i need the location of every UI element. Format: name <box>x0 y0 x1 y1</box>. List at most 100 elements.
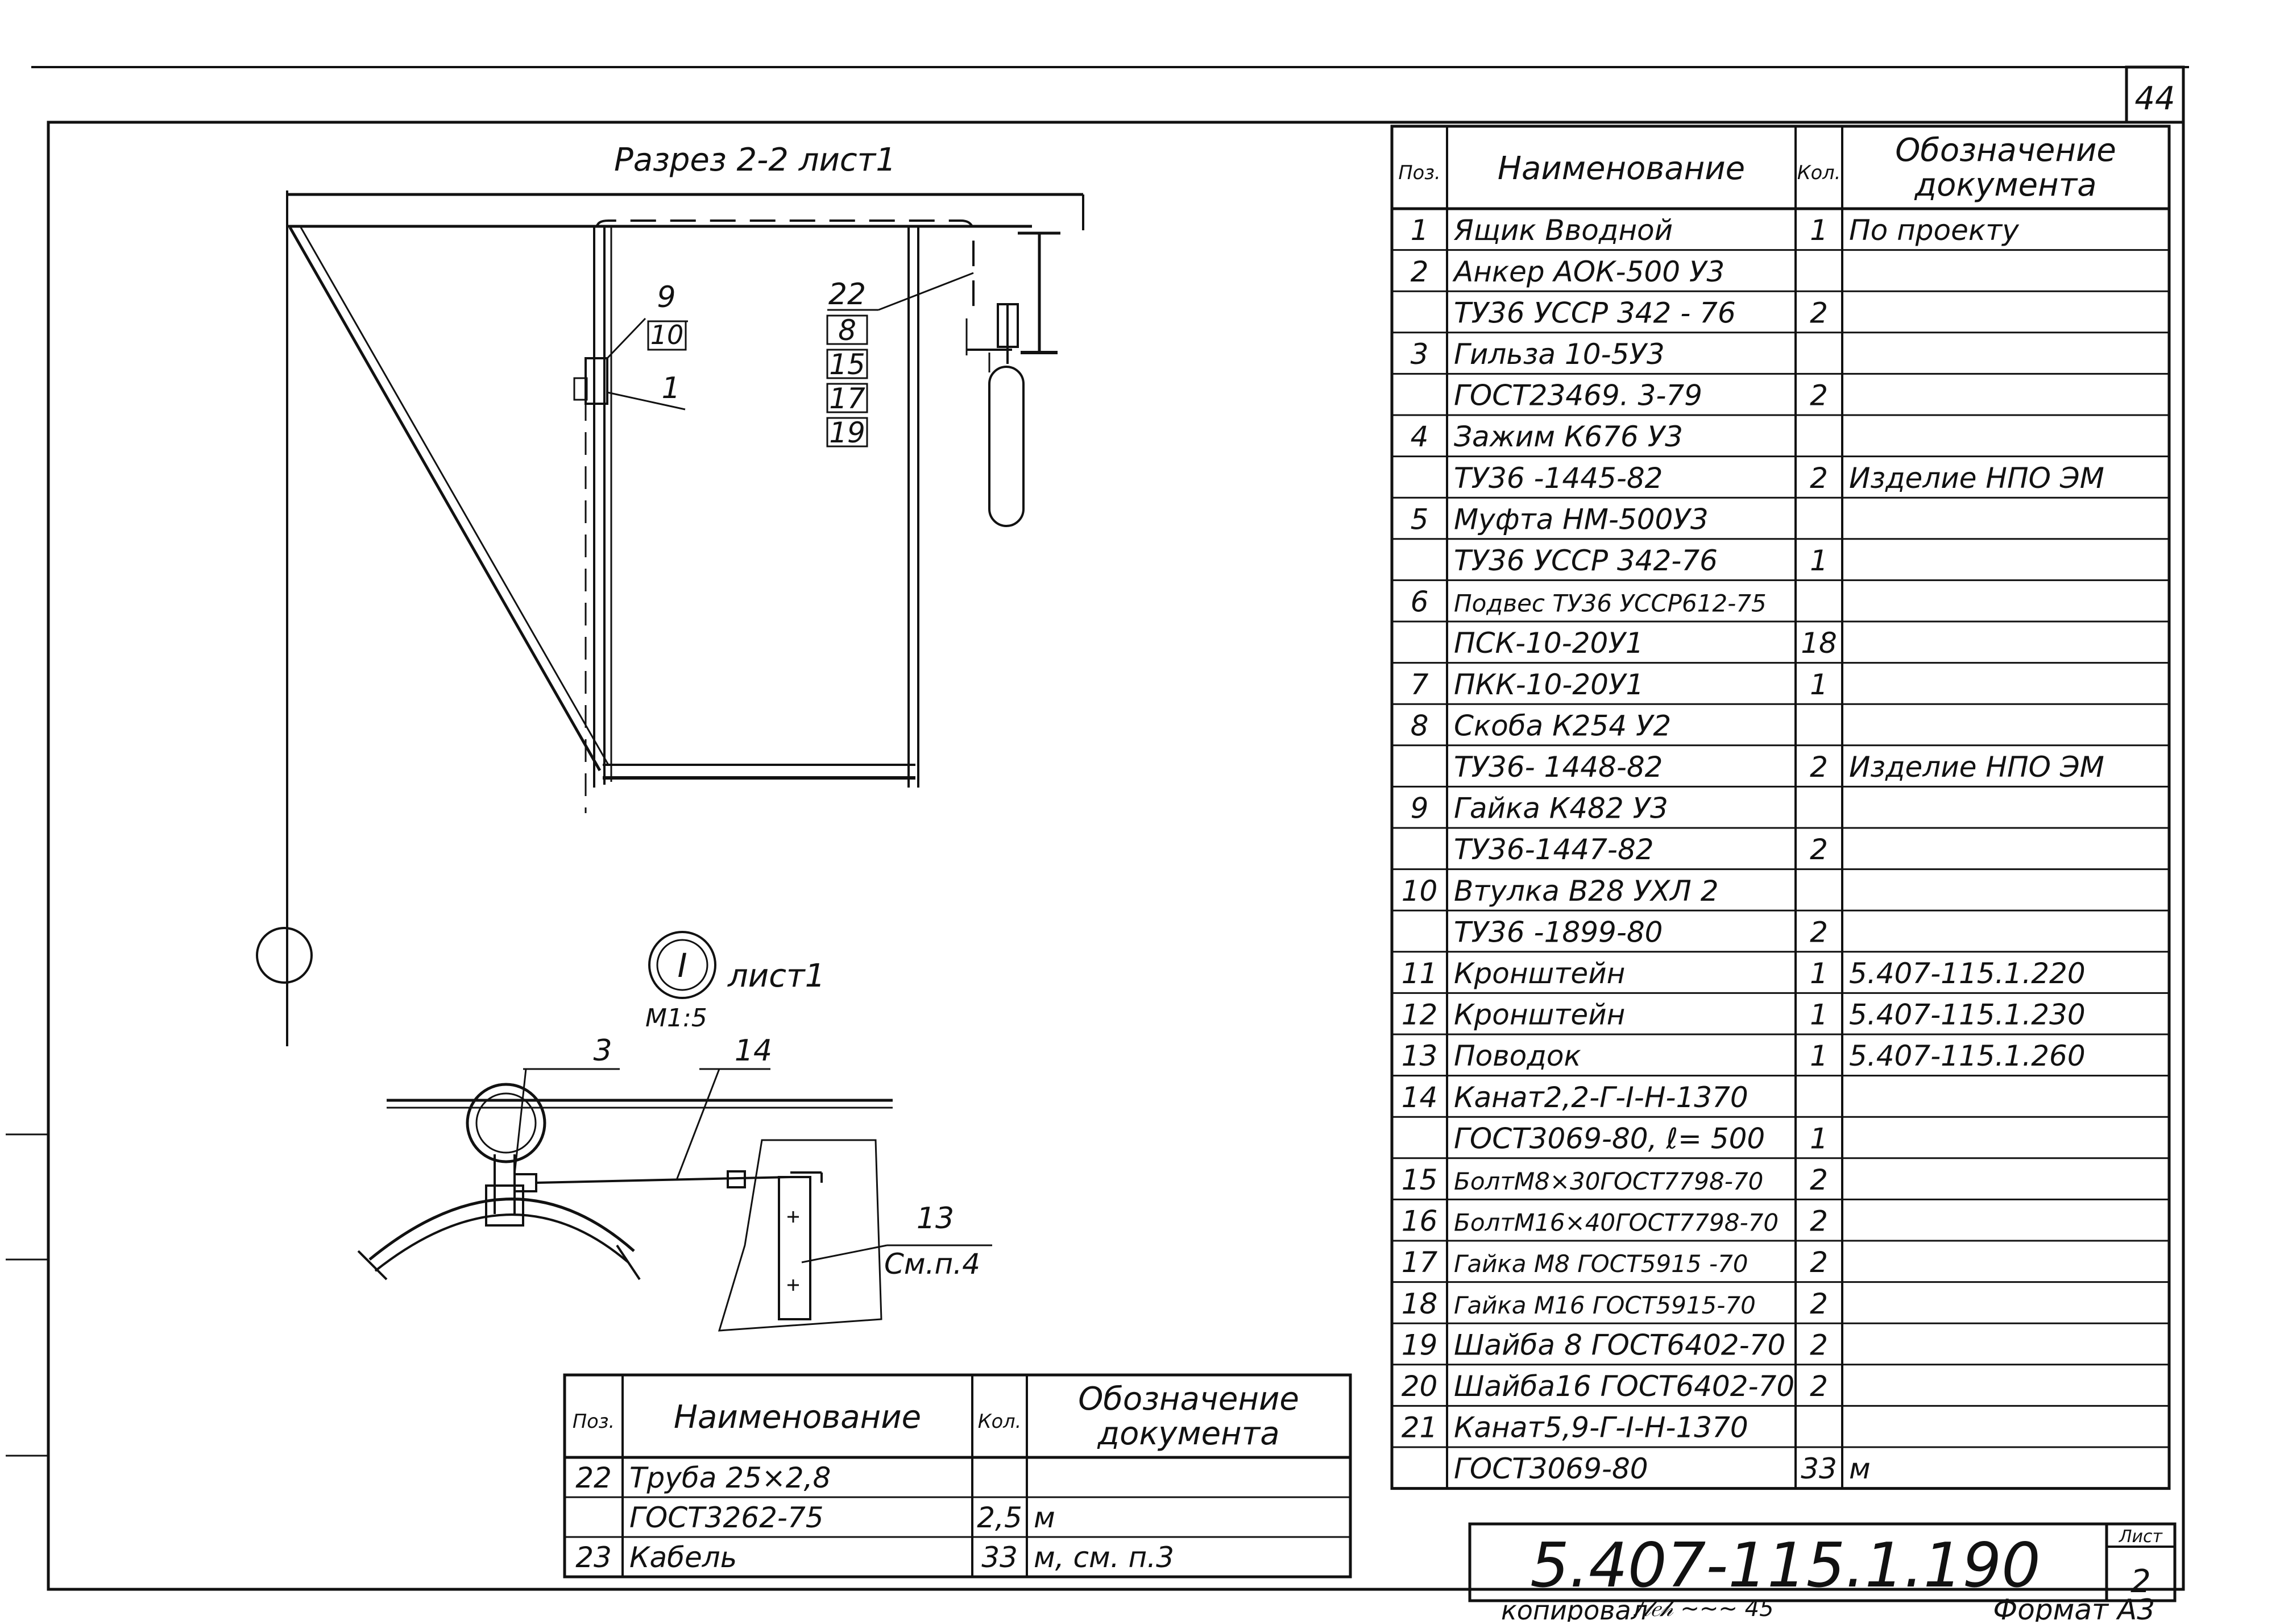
name-cell: ПСК-10-20У1 <box>1454 627 1644 660</box>
pos-cell: 20 <box>1402 1370 1438 1403</box>
qty-cell: 2 <box>1810 833 1828 866</box>
copied-by-label: копировал <box>1501 1595 1648 1622</box>
qty-cell: 1 <box>1810 668 1828 701</box>
detail-marker-label: I <box>677 946 687 985</box>
qty-cell: 1 <box>1810 1122 1828 1155</box>
detail-callout-13: 13 <box>917 1202 954 1236</box>
qty-cell: 2 <box>1810 1328 1828 1361</box>
name-cell: Кабель <box>629 1541 737 1574</box>
name-cell: Подвес ТУ36 УССР612-75 <box>1454 590 1767 618</box>
pos-cell: 14 <box>1402 1081 1438 1114</box>
copier-signature: ﾉ𝓁𝑒𝒽 ~~~ 45 <box>1632 1596 1774 1622</box>
name-cell: Гайка М16 ГОСТ5915-70 <box>1454 1291 1756 1319</box>
name-cell: ГОСТ23469. 3-79 <box>1454 379 1702 412</box>
pos-cell: 19 <box>1402 1328 1438 1361</box>
callout-22: 22 <box>828 277 866 312</box>
pos-cell: 6 <box>1411 586 1429 619</box>
format-label: Формат А3 <box>1993 1593 2155 1622</box>
pos-cell: 2 <box>1411 255 1429 288</box>
pos-cell: 10 <box>1402 875 1438 908</box>
bottom_table-header-3: документа <box>1097 1415 1279 1452</box>
name-cell: Кронштейн <box>1454 957 1625 990</box>
doc-cell: Изделие НПО ЭМ <box>1849 462 2104 495</box>
pos-cell: 9 <box>1411 792 1429 825</box>
doc-cell: 5.407-115.1.230 <box>1849 999 2086 1031</box>
pos-cell: 7 <box>1411 668 1429 701</box>
qty-cell: 2 <box>1810 1370 1828 1403</box>
main_table-header-0: Поз. <box>1398 161 1440 184</box>
pos-cell: 5 <box>1411 503 1429 536</box>
sheet-corner-number: 44 <box>2134 80 2175 117</box>
detail-callout-14: 14 <box>735 1034 772 1068</box>
callout-8: 8 <box>838 314 856 347</box>
qty-cell: 33 <box>1801 1452 1837 1485</box>
callout-10: 10 <box>650 320 684 350</box>
qty-cell: 33 <box>981 1541 1018 1574</box>
name-cell: ТУ36 УССР 342 - 76 <box>1454 296 1736 329</box>
pos-cell: 17 <box>1402 1246 1438 1279</box>
title-block <box>1468 1522 2177 1602</box>
pos-cell: 16 <box>1402 1205 1438 1238</box>
table-row: 19 Шайба 8 ГОСТ6402-70 2 <box>1402 1328 1828 1361</box>
name-cell: ТУ36 УССР 342-76 <box>1454 544 1718 577</box>
doc-cell: м <box>1034 1501 1055 1534</box>
name-cell: Ящик Вводной <box>1453 214 1673 247</box>
name-cell: Гильза 10-5У3 <box>1454 338 1665 371</box>
detail-i-marker <box>648 931 716 999</box>
pos-cell: 1 <box>1411 214 1429 247</box>
bottom_table-header-2: Кол. <box>978 1410 1022 1432</box>
bottom_table-header-1: Наименование <box>674 1399 921 1436</box>
main_table-header-2: Кол. <box>1797 161 1841 184</box>
callout-19: 19 <box>829 416 865 449</box>
qty-cell: 2 <box>1810 1205 1828 1238</box>
section-2-2-drawing <box>256 190 1084 1046</box>
callout-9: 9 <box>657 280 675 314</box>
pos-cell: 3 <box>1411 338 1429 371</box>
main_table-header-3: Обозначение <box>1895 132 2116 169</box>
pos-cell: 18 <box>1402 1287 1438 1320</box>
name-cell: ТУ36-1447-82 <box>1454 833 1654 866</box>
name-cell: ТУ36- 1448-82 <box>1454 751 1663 784</box>
name-cell: Шайба 8 ГОСТ6402-70 <box>1454 1328 1785 1361</box>
qty-cell: 2 <box>1810 379 1828 412</box>
name-cell: Шайба16 ГОСТ6402-70 <box>1454 1370 1794 1403</box>
name-cell: Зажим К676 У3 <box>1454 420 1683 453</box>
name-cell: Муфта НМ-500У3 <box>1454 503 1709 536</box>
callout-17: 17 <box>829 382 865 415</box>
qty-cell: 2 <box>1810 1163 1828 1196</box>
table-row: ГОСТ3069-80, ℓ= 500 1 <box>1454 1122 1828 1155</box>
table-row: 5 Муфта НМ-500У3 <box>1411 503 1709 536</box>
qty-cell: 2 <box>1810 1287 1828 1320</box>
qty-cell: 2 <box>1810 296 1828 329</box>
pos-cell: 21 <box>1402 1411 1438 1444</box>
name-cell: БолтМ8×30ГОСТ7798-70 <box>1454 1167 1763 1195</box>
name-cell: ГОСТ3069-80, ℓ= 500 <box>1454 1122 1765 1155</box>
qty-cell: 2 <box>1810 1246 1828 1279</box>
doc-cell: м, см. п.3 <box>1034 1541 1174 1574</box>
name-cell: Кронштейн <box>1454 999 1625 1031</box>
doc-cell: По проекту <box>1849 214 2020 247</box>
table-row: ГОСТ23469. 3-79 2 <box>1454 379 1828 412</box>
qty-cell: 1 <box>1810 1039 1828 1072</box>
qty-cell: 1 <box>1810 999 1828 1031</box>
qty-cell: 2 <box>1810 751 1828 784</box>
pos-cell: 23 <box>575 1541 612 1574</box>
detail-scale: М1:5 <box>645 1004 707 1033</box>
table-row: ТУ36-1447-82 2 <box>1454 833 1828 866</box>
name-cell: ТУ36 -1445-82 <box>1454 462 1663 495</box>
